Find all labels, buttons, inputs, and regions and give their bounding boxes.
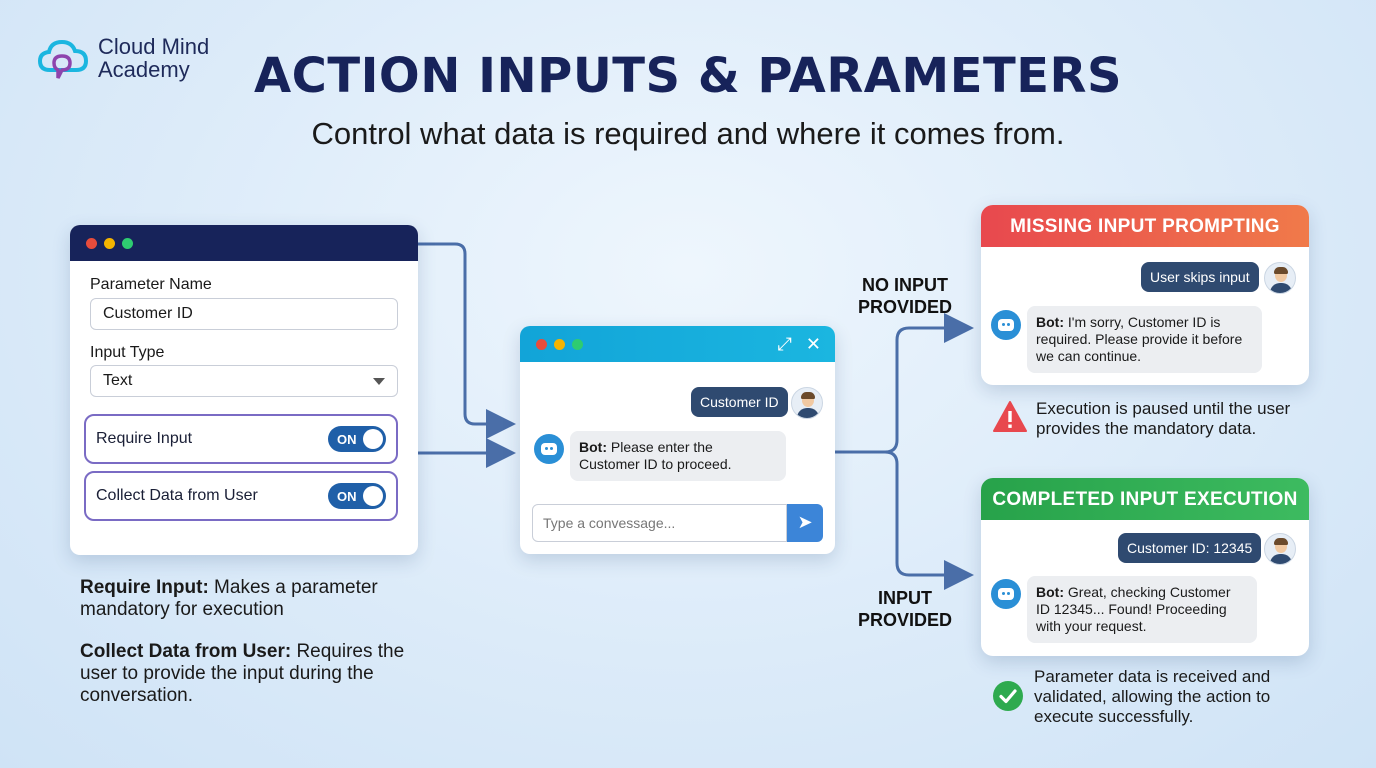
bot-icon	[991, 310, 1021, 340]
bot-icon	[534, 434, 564, 464]
collect-data-label: Collect Data from User	[96, 487, 258, 504]
chat-bot-bubble: Bot: Please enter the Customer ID to pro…	[570, 431, 786, 481]
page-title: ACTION INPUTS & PARAMETERS	[253, 48, 1123, 104]
missing-bot-bubble: Bot: I'm sorry, Customer ID is required.…	[1027, 306, 1262, 373]
no-input-label: NO INPUT PROVIDED	[857, 275, 953, 317]
logo: Cloud Mind Academy	[36, 34, 209, 82]
send-button[interactable]: ➤	[787, 504, 823, 542]
chat-message-input[interactable]: Type a convessage...	[532, 504, 787, 542]
cloud-logo-icon	[37, 39, 89, 79]
close-dot-icon[interactable]	[536, 338, 547, 350]
missing-user-bubble: User skips input	[1141, 262, 1259, 292]
warning-icon	[993, 401, 1027, 432]
missing-card-title: MISSING INPUT PROMPTING	[981, 205, 1309, 247]
require-desc-title: Require Input:	[80, 577, 209, 598]
send-icon: ➤	[797, 512, 813, 532]
chevron-down-icon	[373, 378, 385, 385]
bot-icon	[991, 579, 1021, 609]
arrow-chat-to-missing	[835, 313, 974, 454]
input-type-select[interactable]: Text	[90, 365, 398, 397]
collect-data-row: Collect Data from User ON	[84, 471, 398, 521]
require-input-row: Require Input ON	[84, 414, 398, 464]
logo-line-2: Academy	[98, 57, 190, 82]
input-type-value: Text	[103, 372, 133, 389]
require-input-description: Require Input: Makes a parameter mandato…	[80, 577, 420, 621]
chat-window: ⤢ ✕ Customer ID Bot: Please enter the Cu…	[520, 326, 835, 554]
input-provided-label: INPUT PROVIDED	[857, 588, 953, 630]
page-subtitle: Control what data is required and where …	[311, 116, 1065, 151]
collect-data-description: Collect Data from User: Requires the use…	[80, 641, 420, 707]
close-icon[interactable]: ✕	[805, 334, 821, 354]
bot-message: Great, checking Customer ID 12345... Fou…	[1036, 584, 1231, 634]
completed-user-bubble: Customer ID: 12345	[1118, 533, 1262, 563]
expand-icon[interactable]: ⤢	[777, 334, 792, 354]
arrow-chat-to-completed	[884, 450, 974, 590]
user-avatar-icon	[1264, 262, 1296, 294]
user-avatar-icon	[791, 387, 823, 419]
bot-message: Please enter the Customer ID to proceed.	[579, 439, 732, 472]
bot-message: I'm sorry, Customer ID is required. Plea…	[1036, 314, 1243, 364]
close-dot-icon[interactable]	[86, 237, 97, 249]
missing-note: Execution is paused until the user provi…	[1036, 399, 1291, 438]
toggle-knob	[363, 486, 383, 506]
require-input-label: Require Input	[96, 430, 193, 447]
logo-line-1: Cloud Mind	[98, 34, 210, 59]
minimize-dot-icon[interactable]	[104, 237, 115, 249]
bot-prefix: Bot:	[579, 439, 607, 455]
collect-desc-title: Collect Data from User:	[80, 641, 292, 662]
collect-data-state: ON	[337, 489, 357, 504]
require-input-toggle[interactable]: ON	[328, 426, 386, 452]
require-desc-text: Makes a parameter mandatory for executio…	[80, 577, 378, 620]
maximize-dot-icon[interactable]	[122, 237, 133, 249]
completed-card-title: COMPLETED INPUT EXECUTION	[981, 478, 1309, 520]
minimize-dot-icon[interactable]	[554, 338, 565, 350]
collect-desc-text: Requires the user to provide the input d…	[80, 641, 405, 706]
completed-input-card: COMPLETED INPUT EXECUTION Customer ID: 1…	[981, 478, 1309, 656]
chat-user-bubble: Customer ID	[691, 387, 788, 417]
param-name-input[interactable]: Customer ID	[90, 298, 398, 330]
maximize-dot-icon[interactable]	[572, 338, 583, 350]
input-type-label: Input Type	[90, 344, 165, 361]
parameter-panel: Parameter Name Customer ID Input Type Te…	[70, 225, 418, 555]
check-circle-icon	[993, 681, 1023, 711]
collect-data-toggle[interactable]: ON	[328, 483, 386, 509]
toggle-knob	[363, 429, 383, 449]
param-name-label: Parameter Name	[90, 276, 212, 293]
arrow-panel-top-to-chat	[418, 242, 516, 439]
completed-bot-bubble: Bot: Great, checking Customer ID 12345..…	[1027, 576, 1257, 643]
require-input-state: ON	[337, 432, 357, 447]
chat-titlebar: ⤢ ✕	[520, 326, 835, 362]
user-avatar-icon	[1264, 533, 1296, 565]
logo-text: Cloud Mind Academy	[98, 35, 209, 81]
bot-prefix: Bot:	[1036, 584, 1064, 600]
panel-titlebar	[70, 225, 418, 261]
missing-input-card: MISSING INPUT PROMPTING User skips input…	[981, 205, 1309, 385]
bot-prefix: Bot:	[1036, 314, 1064, 330]
completed-note: Parameter data is received and validated…	[1034, 667, 1271, 726]
